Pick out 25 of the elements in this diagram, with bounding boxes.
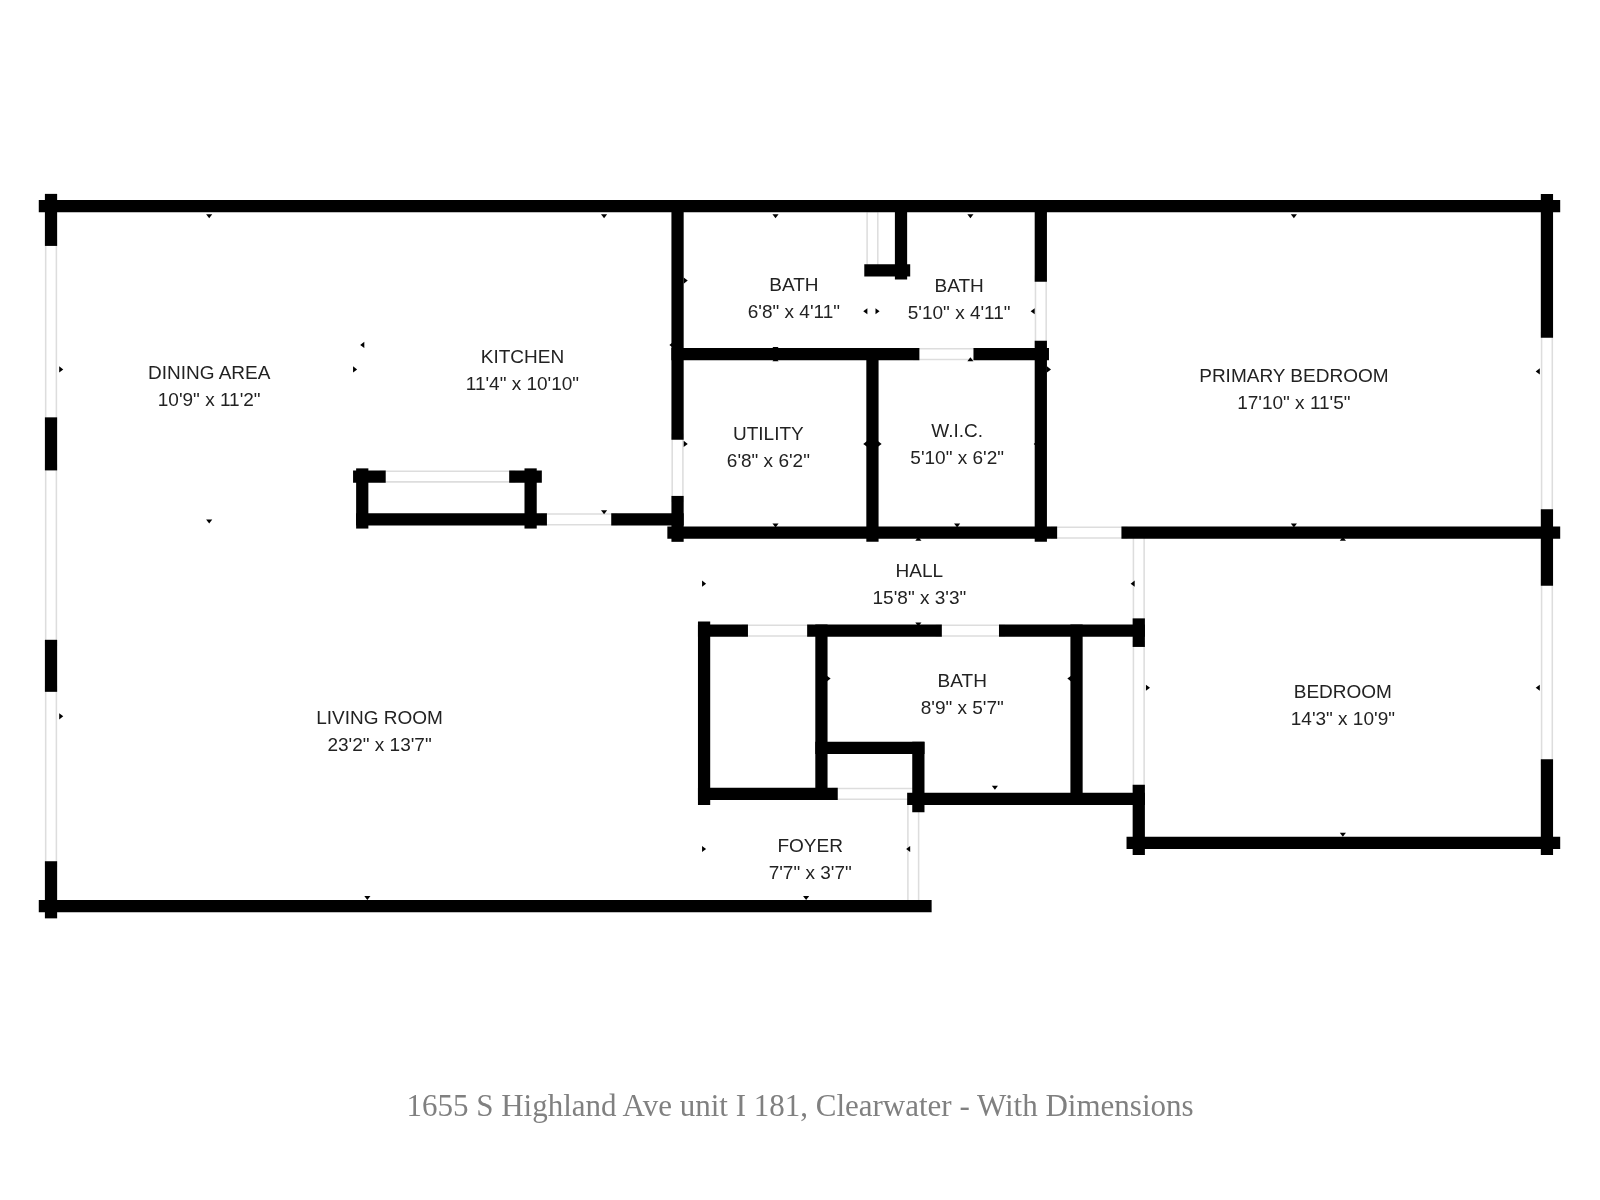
room-dimensions: 11'4" x 10'10": [465, 372, 580, 397]
room-name: W.I.C.: [931, 418, 983, 443]
room-dimensions: 10'9" x 11'2": [157, 387, 261, 412]
room-name: BATH: [937, 668, 987, 693]
room-name: DINING AREA: [147, 360, 271, 385]
room-dimensions: 6'8" x 4'11": [747, 299, 840, 324]
room-name: BEDROOM: [1293, 680, 1392, 705]
room-name: FOYER: [777, 834, 843, 859]
room-name: PRIMARY BEDROOM: [1199, 363, 1389, 388]
room-name: BATH: [769, 272, 819, 297]
caption: 1655 S Highland Ave unit I 181, Clearwater - With Dimensions: [406, 1087, 1194, 1125]
room-dimensions: 15'8" x 3'3": [872, 585, 967, 610]
room-dimensions: 23'2" x 13'7": [327, 732, 432, 757]
room-dimensions: 7'7" x 3'7": [768, 861, 852, 886]
room-name: UTILITY: [733, 421, 804, 446]
room-dimensions: 5'10" x 4'11": [907, 300, 1011, 325]
room-name: KITCHEN: [480, 345, 565, 370]
room-dimensions: 14'3" x 10'9": [1290, 707, 1395, 732]
room-dimensions: 5'10" x 6'2": [910, 445, 1004, 470]
room-name: HALL: [895, 558, 944, 583]
room-dimensions: 17'10" x 11'5": [1237, 390, 1351, 415]
room-name: BATH: [934, 273, 984, 298]
room-dimensions: 6'8" x 6'2": [726, 448, 810, 473]
room-dimensions: 8'9" x 5'7": [920, 695, 1004, 720]
room-name: LIVING ROOM: [316, 705, 443, 730]
